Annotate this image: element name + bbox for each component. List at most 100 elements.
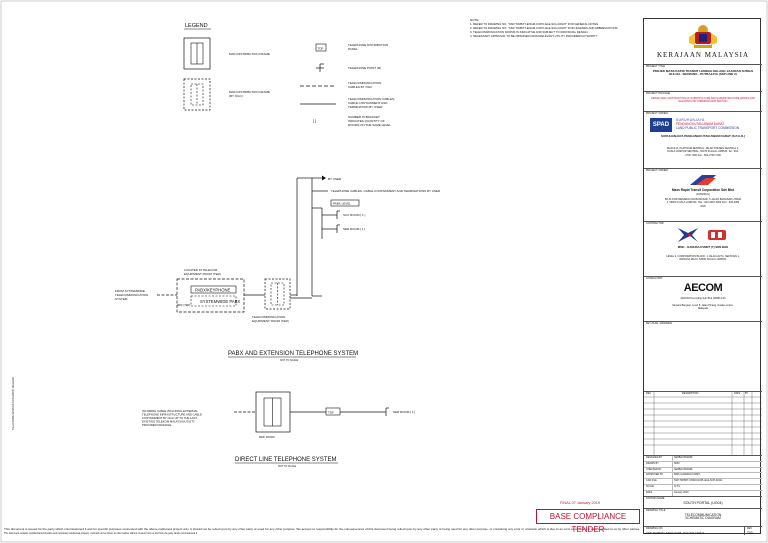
legend-mdf-ogc-label-1: MAIN DISTRIBUTION FRAME <box>229 90 270 94</box>
pabx-containment-note: TELEPHONE CABLES, CABLE CONTAINMENT AND … <box>331 189 441 193</box>
tb-divider <box>644 496 762 497</box>
contractor-logo-icon <box>678 228 726 242</box>
spad-name: SURUHANJAYA PENGANGKUTAN AWAM DARAT (S.P… <box>661 134 745 138</box>
revision-divider <box>744 526 745 535</box>
tb-divider <box>644 508 762 509</box>
legend-bracket-note-1: NUMBER IN BRACKET <box>348 115 380 119</box>
rev-header-rev: REV <box>646 392 651 395</box>
pabx-ter-label-2: EQUIPMENT ROOM (TER) <box>252 319 289 323</box>
note-4: 4. NECESSARY APPROVAL TO BE OBTAINED FRO… <box>470 34 598 38</box>
spad-logo: SPAD <box>650 118 672 132</box>
package-text: DESIGN AND CONSTRUCTION OF SUBSTRUCTURE … <box>651 97 755 104</box>
spad-label: PROJECT OWNER <box>646 112 668 115</box>
legend-bracket-note-3: ROOMS ON THE SAME LEVEL <box>348 123 391 127</box>
tb-divider <box>644 221 762 222</box>
contractor-label: CONTRACTOR <box>646 222 664 225</box>
field-column-divider <box>672 456 673 497</box>
mdf-ogc-legend-icon <box>183 78 211 111</box>
mrt-label: PROJECT OWNER <box>646 169 668 172</box>
disclaimer-1: This document is issued for the party wh… <box>4 528 640 531</box>
final-date: FINAL 07 January 2019 <box>560 501 600 505</box>
legend-tdf-label-2: PANEL <box>348 47 358 51</box>
aecom-logo: AECOM <box>683 282 723 294</box>
field-row-divider <box>644 489 762 491</box>
consultant-address: Menara Bangsar, Level 8, Jalan Pinang, K… <box>672 304 734 311</box>
field-value: SDM <box>674 461 680 465</box>
pabx-title: PABX AND EXTENSION TELEPHONE SYSTEM <box>228 351 358 357</box>
field-label: DESIGNED BY <box>646 456 663 459</box>
project-title: PROJEK MASS RAPID TRANSIT LEMBAH KELANG … <box>652 69 754 77</box>
tb-divider <box>644 276 762 277</box>
legend-bracket-note-2: INDICATES QUANTITY OF <box>348 119 385 123</box>
pabx-located-in-1: LOCATED IN TELECOM <box>184 268 218 272</box>
pabx-level-label: PABX LEVEL <box>333 202 351 206</box>
field-value: MMC-GAMUDA KVMRT <box>674 473 700 477</box>
pabx-scc-room: SCC ROOM [ 1 ] <box>343 213 366 217</box>
dl-incoming-1: INCOMING CABLE INCLUDING EXTERNAL <box>142 409 198 413</box>
tb-divider <box>644 64 762 65</box>
legend-mdf-label: MAIN DISTRIBUTION FRAME <box>229 52 270 56</box>
mrt-reg: (1033249-U) <box>695 193 711 196</box>
field-label: SCALE <box>646 485 654 488</box>
key-plan-label: KEY PLAN / DRAWING <box>646 322 673 325</box>
pabx-mdf-ter: MDF (TER) <box>177 303 190 307</box>
field-row-divider <box>644 466 762 468</box>
field-value: SSP-TW/BXT-UN004-SOPL-ELE-SCH-00411 <box>674 479 723 483</box>
drawing-title: TELECOMMUNICATION SCHEMATIC DIAGRAM <box>684 513 722 521</box>
legend-tdf-label-1: TELEPHONE DISTRIBUTION <box>348 43 388 47</box>
legend-mdf-ogc-label-2: (BY OGC) <box>229 94 243 98</box>
field-label: DRAWN BY <box>646 461 659 465</box>
legend-tdf-tag: TDF <box>318 47 324 51</box>
field-label: APPROVED BY <box>646 473 664 477</box>
consultant-label: CONSULTANT <box>646 277 663 280</box>
field-row-divider <box>644 484 762 485</box>
consultant-name: AECOM Perunding Sdn Bhd (209612-D) <box>680 297 726 300</box>
tb-divider <box>644 321 762 322</box>
title-block: KERAJAAN MALAYSIA PROJECT TITLE PROJEK M… <box>643 18 762 535</box>
legend-title: LEGEND <box>185 23 208 29</box>
dl-scale: NOT TO SCALE <box>278 465 297 468</box>
package-label: PROJECT PACKAGE <box>646 92 671 95</box>
field-value: SERBA DINAMIK <box>674 467 693 471</box>
legend-tp-label: TELEPHONE POINT (B) <box>348 66 381 70</box>
legend-cable-user-1: TELECOMMUNICATION CABLES, <box>348 97 395 101</box>
tb-divider <box>644 455 762 456</box>
spad-line-3: LAND PUBLIC TRANSPORT COMMISSION <box>676 126 740 130</box>
dl-mdf-room: MDF ROOM <box>259 435 275 439</box>
tb-divider <box>644 91 762 92</box>
field-label: CAD FILE <box>646 479 657 483</box>
field-value: January 2019 <box>674 490 689 494</box>
dl-incoming-2: TELEPHONE INFRASTRUCTURE AND CABLE <box>142 413 202 417</box>
spad-address: BLOCK D, PLATINUM SENTRAL, JALAN STESEN … <box>667 147 739 157</box>
drawing-title-label: DRAWING TITLE <box>646 509 666 512</box>
pabx-by-user: BY USER <box>328 177 342 181</box>
tb-divider <box>644 526 762 527</box>
dl-tdf-tag: TDF <box>328 411 334 415</box>
pabx-ser-room: SER ROOM [ 1 ] <box>343 227 365 231</box>
revision-label: REV <box>747 527 752 530</box>
legend-bracket-symbol: [ ] <box>313 119 316 123</box>
direct-line-diagram <box>234 391 389 433</box>
mrt-name: Mass Rapid Transit Corporation Sdn Bhd <box>671 188 735 192</box>
dl-incoming-5: PROVIDER MANHOLE <box>142 423 171 427</box>
pabx-scale: NOT TO SCALE <box>280 359 299 362</box>
note-2: 2. REFER TO DRAWING NO. "SSP-TW/BXT-ENGM… <box>470 26 618 30</box>
spad-line-2: PENGANGKUTAN AWAM DARAT <box>676 122 725 126</box>
field-label: DATE <box>646 490 653 494</box>
drawing-number: SSP-TW/BXT-UN004-SOPL-ELE-SCH-00411 <box>646 531 705 535</box>
legend-cable-ogc-1: TELECOMMUNICATION <box>348 81 381 85</box>
rev-header-desc: DESCRIPTION <box>682 392 699 395</box>
tb-divider <box>644 111 762 112</box>
field-value: SERBA DINAMIK <box>674 456 693 459</box>
pabx-from-systemwide-1: FROM SYSTEMWIDE <box>115 289 145 293</box>
telephone-point-legend-icon <box>316 63 324 72</box>
legend-cable-ogc-2: CABLES BY OGC <box>348 85 373 89</box>
drawing-no-label: DRAWING NO. <box>646 527 664 530</box>
note-3: 3. TELECOMMUNICATION ROOMS IS INDICATIVE… <box>470 30 589 34</box>
contractor-name: MMC - GAMUDA KVMRT (T) SDN BHD <box>677 245 729 249</box>
tdf-legend-icon <box>315 43 327 52</box>
notes-heading: NOTE: <box>470 18 479 22</box>
dl-incoming-3: CONTAINMENT BY OGC UP TO THE LAST <box>142 416 197 420</box>
